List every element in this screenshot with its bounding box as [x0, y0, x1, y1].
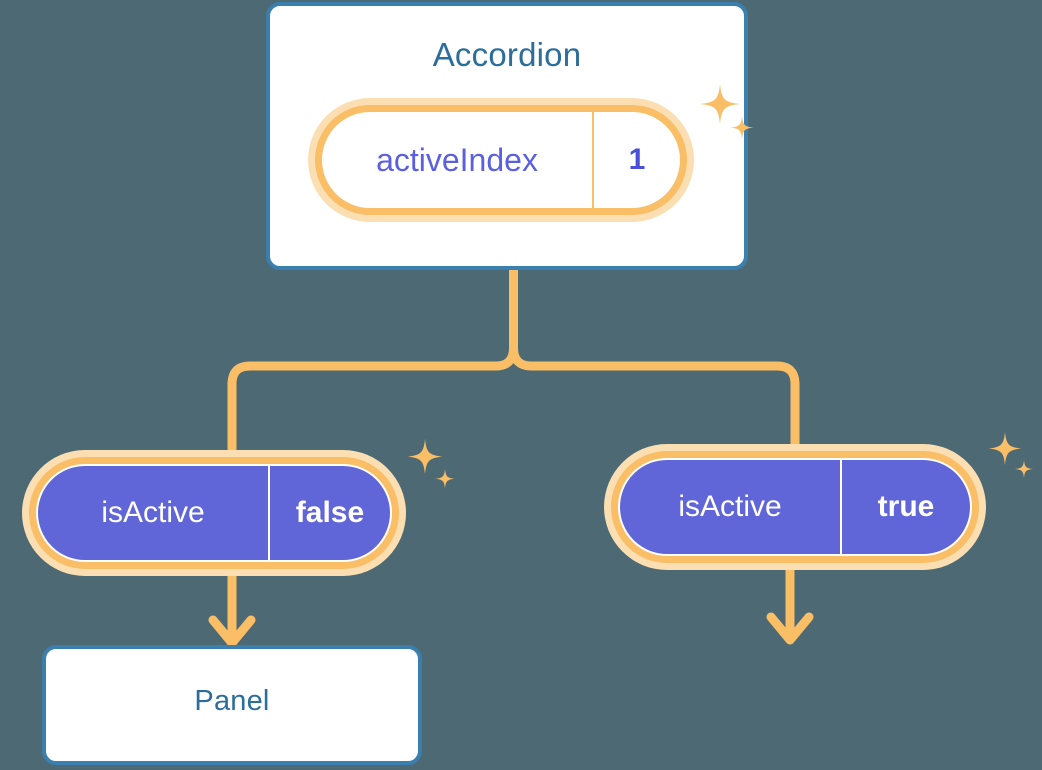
panel-title-left: Panel	[194, 685, 270, 717]
chip-body: activeIndex 1	[322, 112, 680, 208]
chip-value-active-index: 1	[628, 143, 646, 176]
branch-connector-icon-right	[509, 265, 800, 457]
state-chip-active-index[interactable]: activeIndex 1	[308, 98, 694, 222]
panel-card-left[interactable]: Panel	[42, 645, 422, 765]
chip-key-active-index: activeIndex	[322, 112, 594, 208]
chip-ring: isActive false	[29, 457, 399, 569]
chip-value-is-active-left: false	[295, 496, 365, 529]
state-chip-is-active-right[interactable]: isActive true	[604, 444, 986, 570]
chip-body: isActive false	[36, 464, 392, 562]
chip-body: isActive true	[618, 458, 972, 556]
chip-ring: isActive true	[611, 451, 979, 563]
chip-ring: activeIndex 1	[315, 105, 687, 215]
arrow-down-icon-right	[766, 570, 814, 645]
arrow-down-icon-left	[208, 576, 256, 648]
chip-value-is-active-right: true	[877, 490, 935, 523]
chip-key-is-active-right: isActive	[620, 460, 842, 554]
chip-key-is-active-left: isActive	[38, 466, 270, 560]
state-chip-is-active-left[interactable]: isActive false	[22, 450, 406, 576]
branch-connector-icon	[227, 265, 518, 457]
accordion-title: Accordion	[432, 36, 582, 73]
